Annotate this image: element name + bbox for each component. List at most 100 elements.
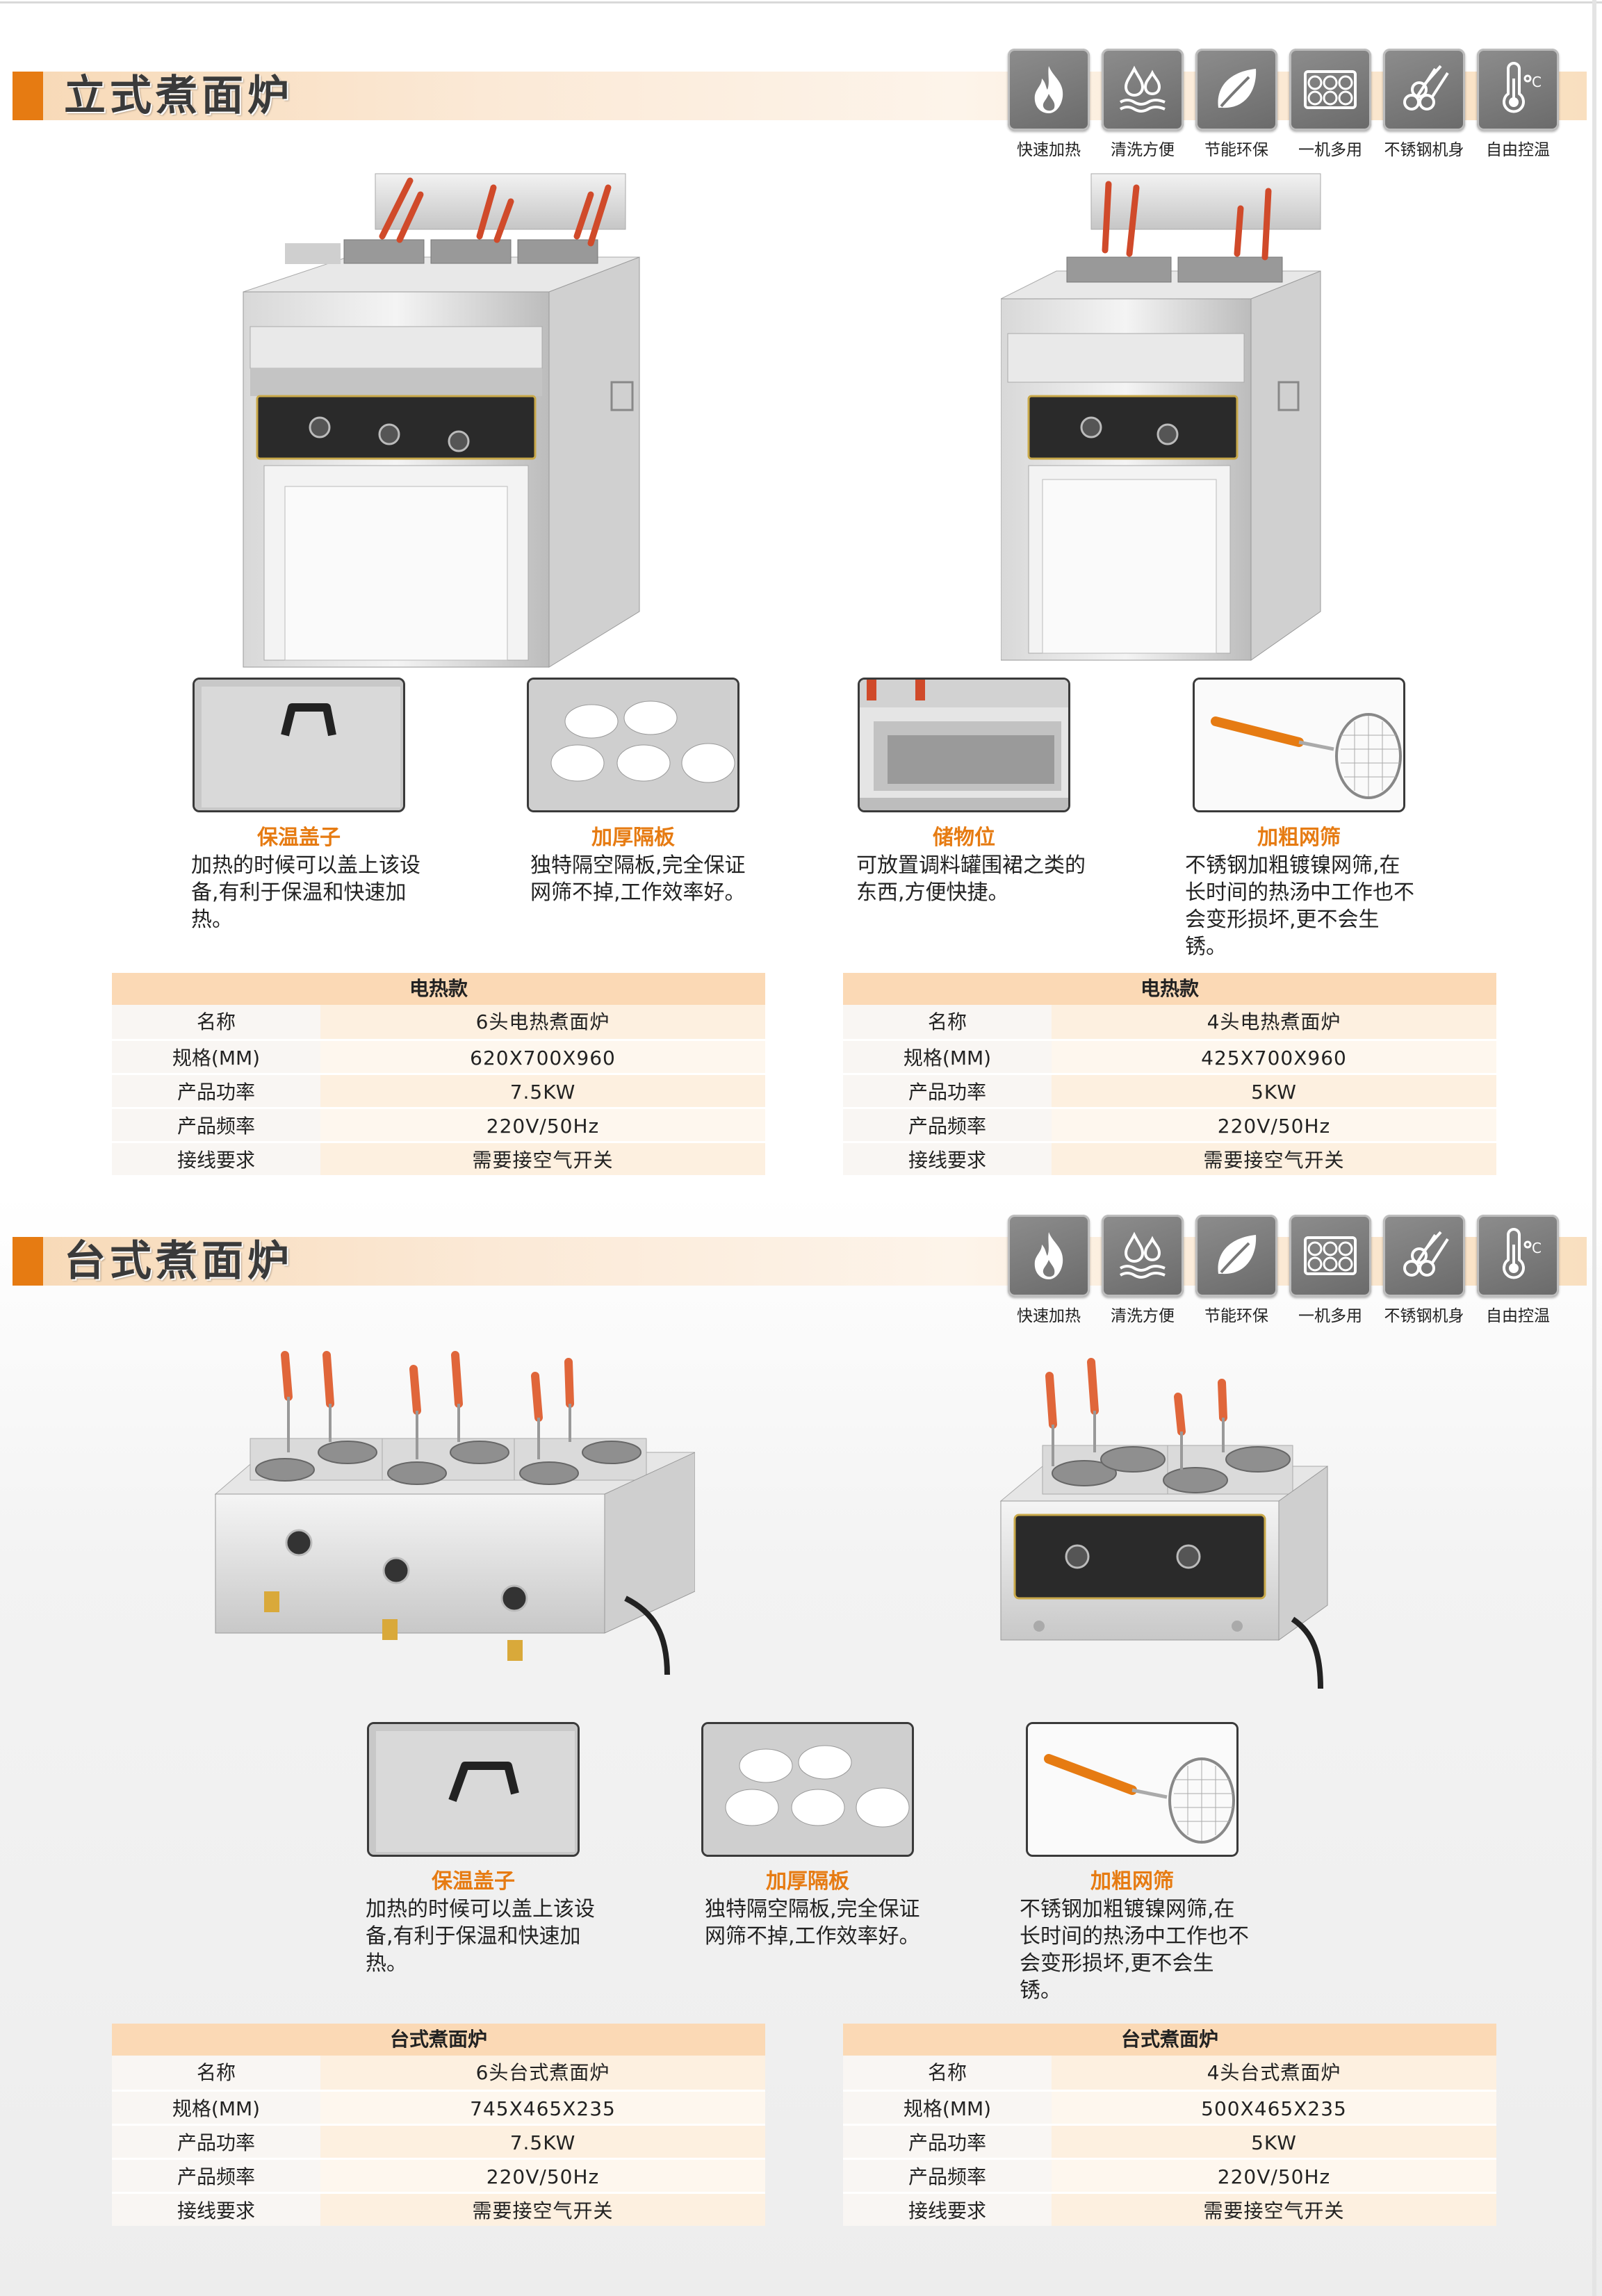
leaf-icon — [1218, 69, 1257, 108]
feature-description: 独特隔空隔板,完全保证网筛不掉,工作效率好。 — [530, 853, 746, 905]
spec-value: 7.5KW — [320, 1075, 765, 1107]
spec-value: 4头台式煮面炉 — [1052, 2056, 1496, 2090]
section-title: 立式煮面炉 — [64, 72, 293, 120]
icon-label: 一机多用 — [1298, 141, 1362, 159]
feature-icon-multi-use: 一机多用 — [1285, 49, 1375, 167]
table-row: 规格(MM)620X700X960 — [112, 1039, 765, 1073]
feature-thumb-lid — [193, 678, 405, 812]
spec-label: 规格(MM) — [112, 1041, 320, 1073]
feature-icon-multi-use: 一机多用 — [1285, 1215, 1375, 1333]
table-row: 规格(MM)745X465X235 — [112, 2090, 765, 2124]
flame-icon — [1034, 66, 1063, 113]
icon-label: 清洗方便 — [1111, 1307, 1175, 1325]
spec-label: 接线要求 — [112, 2194, 320, 2226]
feature-icon-fast-heat: 快速加热 — [1004, 1215, 1094, 1333]
feature-title: 加粗网筛 — [1090, 1869, 1174, 1894]
feature-description: 可放置调料罐围裙之类的东西,方便快捷。 — [856, 853, 1086, 905]
section-banner-mark — [13, 72, 43, 120]
feature-icon-easy-clean: 清洗方便 — [1097, 1215, 1188, 1333]
spec-table-header: 台式煮面炉 — [112, 2024, 765, 2056]
spec-label: 产品频率 — [112, 1109, 320, 1141]
spec-label: 规格(MM) — [112, 2092, 320, 2124]
feature-thumb-strainer — [1026, 1722, 1239, 1857]
icon-label: 清洗方便 — [1111, 141, 1175, 159]
spec-label: 产品频率 — [843, 1109, 1052, 1141]
multi-basket-icon — [1304, 1236, 1357, 1275]
feature-description: 不锈钢加粗镀镍网筛,在长时间的热汤中工作也不会变形损坏,更不会生锈。 — [1020, 1897, 1249, 2003]
flame-icon — [1034, 1232, 1063, 1279]
spec-value: 620X700X960 — [320, 1041, 765, 1073]
product-image-4-head-countertop — [999, 1358, 1328, 1689]
spec-label: 产品功率 — [112, 2126, 320, 2158]
thermometer-icon: C — [1503, 1228, 1542, 1279]
feature-title: 加厚隔板 — [591, 826, 675, 850]
section-banner-mark — [13, 1237, 43, 1286]
product-image-6-head-standing — [243, 173, 640, 668]
multi-basket-icon — [1304, 70, 1357, 109]
spec-value: 需要接空气开关 — [320, 2194, 765, 2226]
spec-value: 需要接空气开关 — [320, 1143, 765, 1175]
feature-title: 保温盖子 — [432, 1869, 515, 1894]
spec-value: 745X465X235 — [320, 2092, 765, 2124]
icon-label: 一机多用 — [1298, 1307, 1362, 1325]
feature-icon-fast-heat: 快速加热 — [1004, 49, 1094, 167]
table-row: 接线要求需要接空气开关 — [112, 1141, 765, 1175]
spec-value: 6头台式煮面炉 — [320, 2056, 765, 2090]
spec-value: 220V/50Hz — [1052, 2160, 1496, 2192]
feature-icon-stainless: 不锈钢机身 — [1379, 49, 1469, 167]
section-title: 台式煮面炉 — [64, 1237, 293, 1286]
icon-label: 快速加热 — [1017, 1307, 1081, 1325]
icon-label: 不锈钢机身 — [1384, 141, 1464, 159]
feature-icon-temp-control: C 自由控温 — [1473, 49, 1563, 167]
icon-label: 节能环保 — [1204, 1307, 1268, 1325]
icon-label: 快速加热 — [1017, 141, 1081, 159]
table-row: 接线要求需要接空气开关 — [843, 2192, 1496, 2226]
product-image-6-head-countertop — [214, 1351, 695, 1675]
spec-value: 4头电热煮面炉 — [1052, 1005, 1496, 1039]
icon-label: 节能环保 — [1204, 141, 1268, 159]
table-row: 接线要求需要接空气开关 — [112, 2192, 765, 2226]
feature-title: 储物位 — [933, 826, 995, 850]
spec-value: 220V/50Hz — [320, 2160, 765, 2192]
spec-label: 名称 — [112, 1005, 320, 1039]
spec-label: 规格(MM) — [843, 1041, 1052, 1073]
table-row: 规格(MM)500X465X235 — [843, 2090, 1496, 2124]
icon-label: 自由控温 — [1486, 1307, 1550, 1325]
feature-icon-temp-control: C 自由控温 — [1473, 1215, 1563, 1333]
svg-text:C: C — [1532, 74, 1542, 90]
table-row: 规格(MM)425X700X960 — [843, 1039, 1496, 1073]
spec-value: 425X700X960 — [1052, 1041, 1496, 1073]
feature-icon-eco: 节能环保 — [1191, 49, 1282, 167]
spec-value: 500X465X235 — [1052, 2092, 1496, 2124]
spec-label: 产品功率 — [112, 1075, 320, 1107]
feature-icons-row: 快速加热 清洗方便 节能环保 一机多用 不锈钢机身 C 自由控温 — [1004, 49, 1580, 167]
feature-description: 加热的时候可以盖上该设备,有利于保温和快速加热。 — [191, 853, 420, 932]
spec-table-header: 电热款 — [112, 973, 765, 1005]
feature-thumb-storage — [858, 678, 1070, 812]
spec-value: 需要接空气开关 — [1052, 2194, 1496, 2226]
feature-thumb-strainer — [1193, 678, 1405, 812]
spec-label: 名称 — [112, 2056, 320, 2090]
spec-label: 接线要求 — [843, 1143, 1052, 1175]
spec-value: 需要接空气开关 — [1052, 1143, 1496, 1175]
thermometer-icon: C — [1503, 62, 1542, 113]
feature-description: 加热的时候可以盖上该设备,有利于保温和快速加热。 — [366, 1897, 595, 1976]
table-row: 接线要求需要接空气开关 — [843, 1141, 1496, 1175]
spec-label: 名称 — [843, 1005, 1052, 1039]
spec-label: 名称 — [843, 2056, 1052, 2090]
feature-description: 独特隔空隔板,完全保证网筛不掉,工作效率好。 — [705, 1897, 920, 1949]
water-drops-icon — [1119, 1231, 1166, 1279]
